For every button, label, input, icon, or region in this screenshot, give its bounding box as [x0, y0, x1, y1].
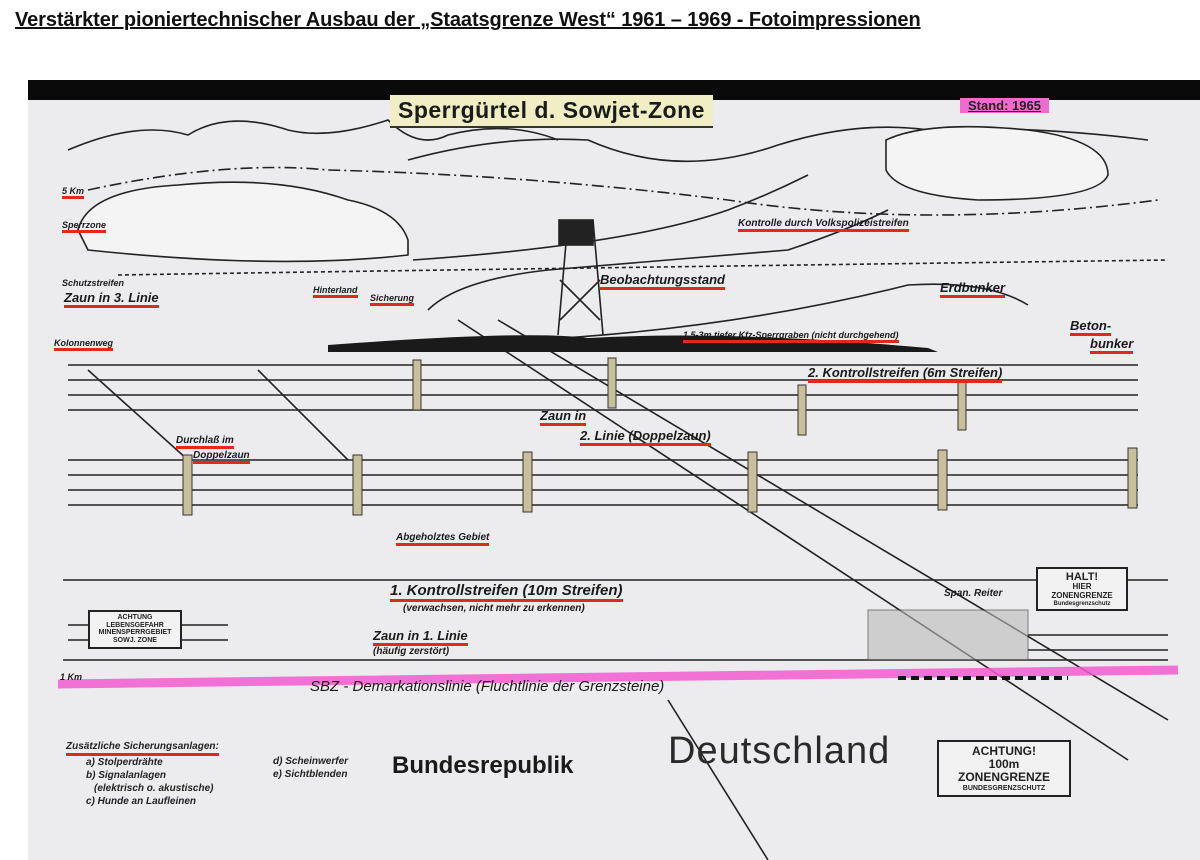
sign-achtung-line: BUNDESGRENZSCHUTZ [962, 784, 1046, 792]
label-betonbunker-1: Beton- [1070, 318, 1112, 336]
legend-item: d) Scheinwerfer [273, 756, 349, 767]
label-zaun-3-linie: Zaun in 3. Linie [64, 290, 159, 308]
label-erdbunker: Erdbunker [940, 280, 1006, 298]
sign-halt-line: HIER [1072, 582, 1092, 592]
stand-badge: Stand: 1965 [960, 98, 1049, 113]
label-sperrgraben: 1,5-3m tiefer Kfz-Sperrgraben (nicht dur… [683, 330, 899, 343]
label-zaun-1-linie: Zaun in 1. Linie [373, 628, 468, 646]
sign-halt-line: Bundesgrenzschutz [1053, 600, 1111, 607]
drawing-lines [57, 119, 1179, 860]
legend-item: b) Signalanlagen [86, 770, 167, 781]
sign-achtung-zonengrenze: ACHTUNG! 100m ZONENGRENZE BUNDESGRENZSCH… [937, 740, 1071, 798]
label-kontrollstreifen-1-sub: (verwachsen, nicht mehr zu erkennen) [403, 603, 585, 614]
sign-minen: ACHTUNG LEBENSGEFAHR MINENSPERRGEBIET SO… [88, 610, 182, 649]
label-durchlass-2: Doppelzaun [193, 450, 250, 464]
label-zaun-2-linie-a: Zaun in [540, 408, 587, 426]
label-hinterland: Hinterland [313, 285, 358, 298]
label-1km: 1 Km [60, 672, 83, 682]
sign-achtung-line: ZONENGRENZE [957, 770, 1050, 785]
sign-minen-line: ACHTUNG [117, 614, 153, 621]
label-sperrzone: Sperrzone [62, 220, 107, 233]
legend-left: Zusätzliche Sicherungsanlagen: a) Stolpe… [66, 740, 219, 808]
legend-item: a) Stolperdrähte [86, 757, 163, 768]
sign-halt: HALT! HIER ZONENGRENZE Bundesgrenzschutz [1036, 567, 1128, 612]
border-strip-drawing-photo: Sperrgürtel d. Sowjet-Zone Stand: 1965 5… [28, 80, 1200, 860]
sign-achtung-line: ACHTUNG! [972, 744, 1036, 758]
page-title: Verstärkter pioniertechnischer Ausbau de… [15, 9, 921, 31]
label-bundesrepublik: Bundesrepublik [392, 752, 574, 779]
label-kontrollstreifen-1: 1. Kontrollstreifen (10m Streifen) [390, 582, 623, 602]
legend-item: (elektrisch o. akustische) [94, 783, 214, 794]
label-kontrollstreifen-2: 2. Kontrollstreifen (6m Streifen) [808, 365, 1003, 383]
legend-item: e) Sichtblenden [273, 769, 348, 780]
label-beobachtungsstand: Beobachtungsstand [600, 272, 725, 290]
photo-top-border [28, 80, 1200, 100]
label-schutzstreifen: Schutzstreifen [62, 278, 125, 288]
sign-minen-line: SOWJ. ZONE [113, 637, 157, 645]
label-betonbunker-2: bunker [1090, 336, 1134, 354]
label-kolonnenweg: Kolonnenweg [54, 338, 113, 351]
label-sicherung: Sicherung [370, 293, 415, 306]
sign-halt-line: ZONENGRENZE [1051, 590, 1113, 600]
legend-right: d) Scheinwerfer e) Sichtblenden [273, 755, 348, 781]
legend-title: Zusätzliche Sicherungsanlagen: [66, 740, 219, 756]
label-zaun-1-linie-sub: (häufig zerstört) [373, 646, 450, 657]
label-5km: 5 Km [62, 186, 85, 199]
label-spanischer-reiter: Span. Reiter [944, 588, 1003, 599]
sign-minen-line: MINENSPERRGEBIET [98, 629, 172, 637]
label-durchlass-1: Durchlaß im [176, 435, 234, 449]
label-deutschland: Deutschland [668, 730, 891, 772]
map-title: Sperrgürtel d. Sowjet-Zone [390, 95, 713, 128]
label-kontrolle: Kontrolle durch Volkspolizeistreifen [738, 218, 909, 232]
sign-achtung-line: 100m [988, 757, 1020, 772]
sign-halt-line: HALT! [1065, 571, 1099, 583]
label-zaun-2-linie-b: 2. Linie (Doppelzaun) [580, 428, 711, 446]
label-demarkationslinie: SBZ - Demarkationslinie (Fluchtlinie der… [310, 678, 665, 695]
label-abgeholzt: Abgeholztes Gebiet [396, 532, 490, 546]
legend-item: c) Hunde an Laufleinen [86, 796, 197, 807]
sign-minen-line: LEBENSGEFAHR [106, 621, 164, 629]
